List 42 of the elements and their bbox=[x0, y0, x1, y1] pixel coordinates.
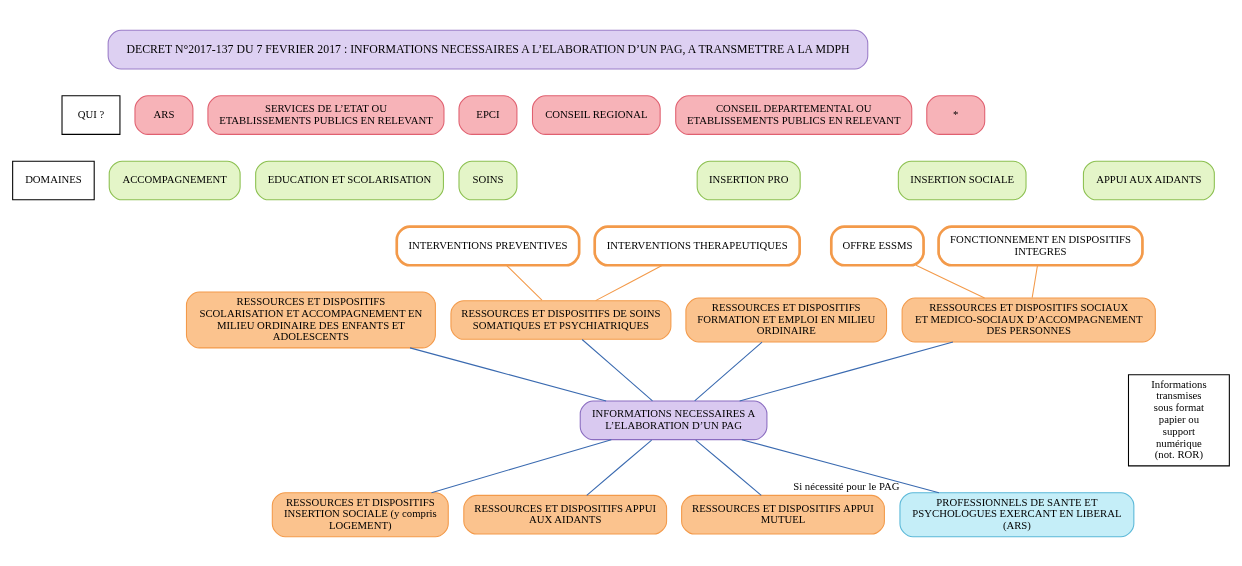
node-box: QUI ? bbox=[61, 94, 121, 135]
node-label: Si nécessité pour le PAG bbox=[793, 479, 900, 491]
node-box: DECRET N°2017-137 DU 7 FEVRIER 2017 : INFORMATIONS NECESSAIRES A L’ELABORATION D’UN PAG, A TRANSMETTRE A LA MDPH bbox=[107, 29, 869, 69]
connector bbox=[739, 340, 954, 401]
node-box: CONSEIL REGIONAL bbox=[531, 94, 661, 135]
node-box: INSERTION SOCIALE bbox=[897, 160, 1027, 200]
node-box: SOINS bbox=[458, 160, 518, 200]
node-box: DOMAINES bbox=[12, 160, 95, 200]
node-box: RESSOURCES ET DISPOSITIFS FORMATION ET EMPLOI EN MILIEU ORDINAIRE bbox=[685, 296, 888, 342]
node-box: EPCI bbox=[458, 94, 518, 135]
node-box: * bbox=[926, 94, 986, 135]
connector bbox=[915, 264, 986, 298]
node-box: FONCTIONNEMENT EN DISPOSITIFS INTEGRES bbox=[937, 224, 1144, 267]
connector bbox=[695, 439, 762, 496]
connector bbox=[581, 338, 653, 401]
node-box: INFORMATIONS NECESSAIRES A L’ELABORATION D’UN PAG bbox=[579, 399, 768, 440]
node-box: INSERTION PRO bbox=[696, 160, 801, 200]
node-box: RESSOURCES ET DISPOSITIFS SOCIAUX ET MEDICO-SOCIAUX D’ACCOMPAGNEMENT DES PERSONNES bbox=[901, 296, 1156, 342]
node-box: CONSEIL DEPARTEMENTAL OU ETABLISSEMENTS PUBLICS EN RELEVANT bbox=[675, 94, 913, 135]
connector bbox=[694, 341, 763, 401]
connector bbox=[586, 439, 653, 496]
node-box: OFFRE ESSMS bbox=[829, 224, 925, 267]
node-box: INTERVENTIONS PREVENTIVES bbox=[395, 224, 581, 267]
node-box: Informations transmises sous format papier ou support numérique (not. ROR) bbox=[1127, 373, 1230, 466]
node-box: PROFESSIONNELS DE SANTE ET PSYCHOLOGUES EXERCANT EN LIBERAL (ARS) bbox=[899, 491, 1135, 537]
node-box: EDUCATION ET SCOLARISATION bbox=[255, 160, 444, 200]
node-box: APPUI AUX AIDANTS bbox=[1082, 160, 1215, 200]
node-box: RESSOURCES ET DISPOSITIFS SCOLARISATION ET ACCOMPAGNEMENT EN MILIEU ORDINAIRE DES ENFANTS ET ADOLESCENTS bbox=[185, 291, 436, 348]
node-box: SERVICES DE L’ETAT OU ETABLISSEMENTS PUBLICS EN RELEVANT bbox=[207, 94, 445, 135]
connector bbox=[595, 264, 663, 301]
node-box: RESSOURCES ET DISPOSITIFS APPUI MUTUEL bbox=[681, 494, 885, 535]
node-box: RESSOURCES ET DISPOSITIFS INSERTION SOCIALE (y compris LOGEMENT) bbox=[271, 491, 449, 537]
node-box: ARS bbox=[134, 94, 194, 135]
node-box: RESSOURCES ET DISPOSITIFS APPUI AUX AIDANTS bbox=[463, 494, 668, 535]
node-box: ACCOMPAGNEMENT bbox=[108, 160, 241, 200]
node-box: INTERVENTIONS THERAPEUTIQUES bbox=[593, 224, 801, 267]
connector bbox=[1031, 264, 1038, 298]
connector bbox=[741, 438, 940, 493]
node-box: RESSOURCES ET DISPOSITIFS DE SOINS SOMATIQUES ET PSYCHIATRIQUES bbox=[450, 299, 672, 340]
connector bbox=[430, 438, 612, 493]
connector bbox=[506, 264, 543, 301]
connector bbox=[409, 346, 607, 401]
